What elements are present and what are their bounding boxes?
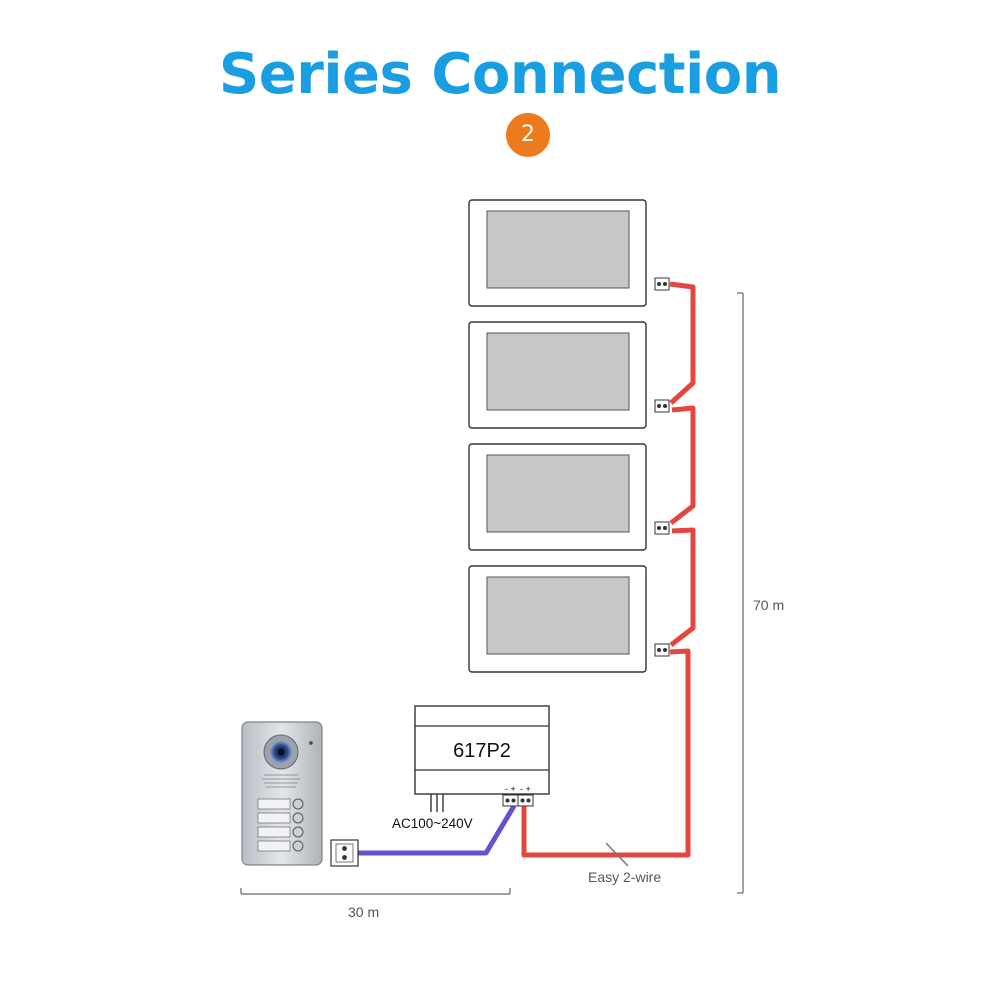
monitor-terminal	[654, 521, 670, 535]
monitor	[468, 443, 670, 551]
power-input-label: AC100~240V	[392, 816, 473, 831]
terminal-right-polarity: - +	[520, 784, 531, 794]
wire-marker	[605, 842, 629, 867]
call-button[interactable]	[257, 826, 304, 838]
wire-type-label: Easy 2-wire	[588, 869, 661, 885]
monitor	[468, 199, 670, 307]
call-button[interactable]	[257, 798, 304, 810]
speaker-grille	[262, 774, 300, 788]
power-unit-terminal-monitor	[517, 794, 534, 807]
horizontal-distance-label: 30 m	[348, 904, 379, 920]
page-title: Series Connection	[218, 42, 782, 107]
call-button[interactable]	[257, 812, 304, 824]
door-station-terminal	[330, 839, 359, 867]
call-button[interactable]	[257, 840, 304, 852]
terminal-left-polarity: - +	[505, 784, 516, 794]
horizontal-dimension	[240, 888, 511, 895]
monitor-terminal	[654, 399, 670, 413]
monitor	[468, 565, 670, 673]
monitor	[468, 321, 670, 429]
power-unit: 617P2 AC100~240V - + - +	[392, 705, 550, 831]
vertical-dimension	[737, 292, 744, 894]
door-station	[241, 721, 323, 866]
step-badge: 2	[506, 113, 550, 157]
monitor-terminal	[654, 643, 670, 657]
power-unit-terminal-door	[502, 794, 519, 807]
vertical-distance-label: 70 m	[753, 597, 784, 613]
door-wire	[358, 804, 517, 856]
power-unit-model: 617P2	[453, 740, 511, 762]
power-input-leads	[430, 794, 444, 812]
monitor-terminal	[654, 277, 670, 291]
monitor-wire	[521, 281, 696, 858]
